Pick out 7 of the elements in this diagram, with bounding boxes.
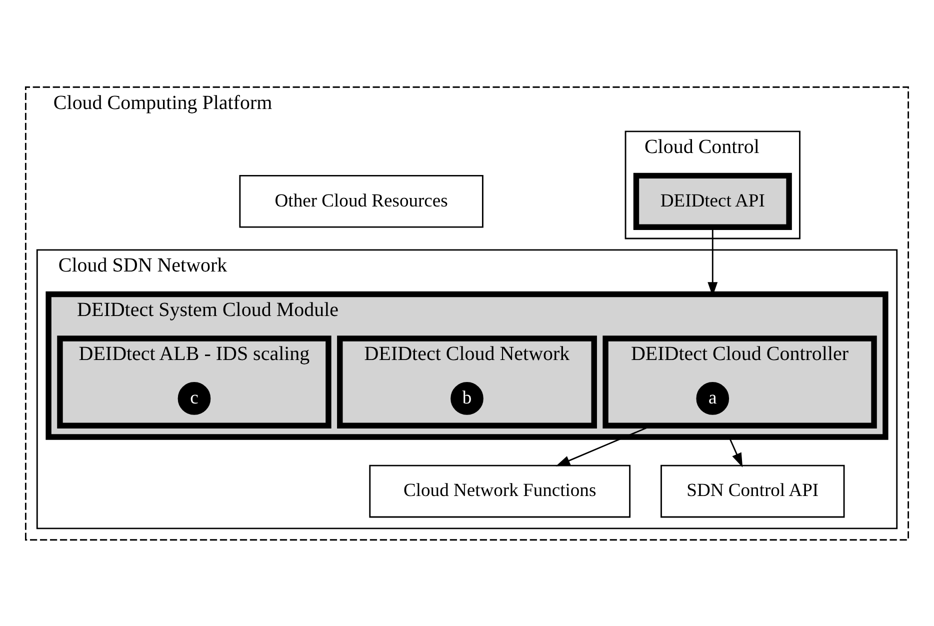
node-circle: a (696, 382, 730, 414)
node-box: Cloud Network Functions (369, 464, 631, 518)
node-circle: c (178, 382, 211, 414)
node-box: Other Cloud Resources (239, 174, 484, 228)
node-box: SDN Control API (660, 464, 845, 518)
node-circle: b (450, 382, 484, 414)
node-box: DEIDtect API (633, 172, 792, 230)
